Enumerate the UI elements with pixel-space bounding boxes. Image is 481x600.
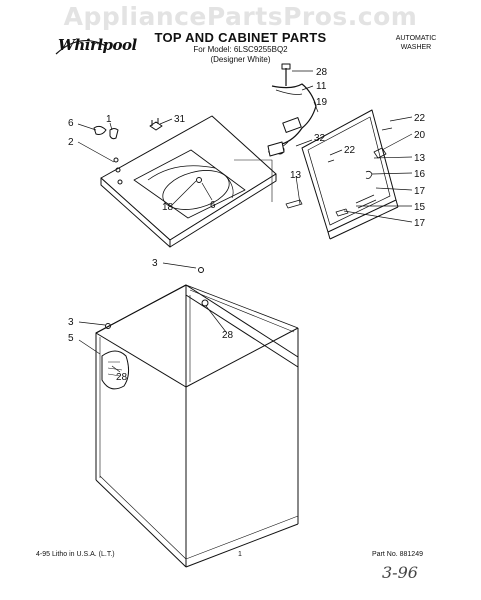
callout-28-bottom: 28 [116,372,128,383]
callout-20: 20 [414,130,426,141]
callout-31: 31 [174,114,186,125]
callout-6-mid: 6 [210,200,216,211]
print-info: 4-95 Litho in U.S.A. (L.T.) [36,551,115,558]
whirlpool-logo: Whirlpool [58,36,137,54]
callout-13-left: 13 [290,170,302,181]
callout-13-right: 13 [414,153,426,164]
callout-22-inner: 22 [344,145,356,156]
color-line: (Designer White) [210,55,271,64]
model-line: For Model: 6LSC9255BQ2 [193,45,288,54]
callout-16: 16 [414,169,426,180]
callout-15: 15 [414,202,426,213]
callout-28-top: 28 [316,67,328,78]
product-type: AUTOMATIC WASHER [386,34,446,52]
diagram-title: TOP AND CABINET PARTS [154,30,327,45]
callout-28-mid: 28 [222,330,234,341]
callout-17-upper: 17 [414,186,426,197]
callout-6-top: 6 [68,118,74,129]
watermark: AppliancePartsPros.com [63,2,418,31]
part-number: Part No. 881249 [372,551,423,558]
callout-18: 18 [162,202,174,213]
top-hardware [93,118,163,163]
lid-switch-harness [267,63,317,157]
leader-lines [77,70,413,373]
callout-1: 1 [106,114,112,125]
callout-3-upper: 3 [152,258,158,269]
page-number: 1 [238,551,242,558]
logo-swoosh-icon [55,39,107,55]
callout-11: 11 [316,81,327,92]
product-type-line-1: AUTOMATIC [395,35,437,42]
product-type-line-2: WASHER [400,44,432,51]
lid-assembly [285,109,399,240]
callout-2: 2 [68,137,74,148]
cabinet [95,267,299,568]
callout-22-right: 22 [414,113,426,124]
callout-labels: 28 11 19 32 22 20 22 13 16 17 15 17 13 6… [68,67,426,383]
callout-3-lower: 3 [68,317,74,328]
top-panel [100,115,285,248]
callout-32: 32 [314,133,326,144]
callout-19: 19 [316,97,328,108]
callout-17-lower: 17 [414,218,426,229]
handwritten-note: 3-96 [382,563,418,582]
callout-5: 5 [68,333,74,344]
